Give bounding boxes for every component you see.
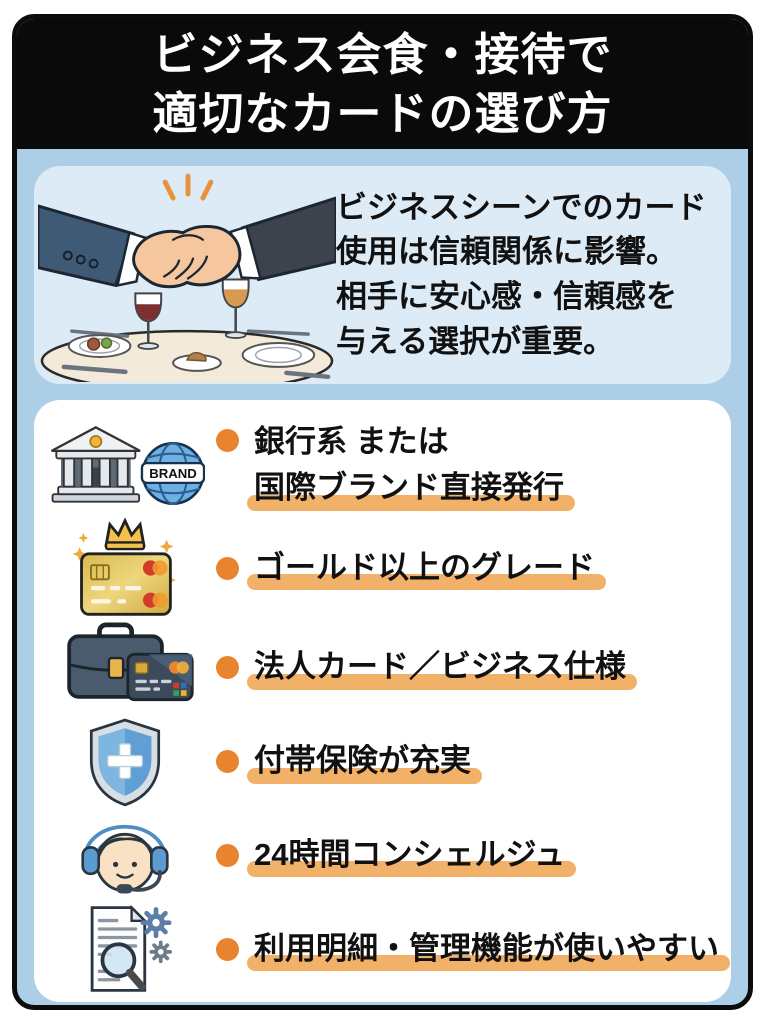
item-text: 利用明細・管理機能が使いやすい — [247, 926, 730, 973]
bullet-dot — [216, 656, 239, 679]
highlighted-line: 利用明細・管理機能が使いやすい — [247, 926, 730, 973]
checklist-item-bank: BRAND 銀行系 または 国際ブランド直接発行 — [34, 414, 731, 516]
item-line: ゴールド以上のグレード — [254, 549, 595, 585]
insurance-shield-icon — [34, 716, 216, 808]
intro-line-1: ビジネスシーンでのカード — [336, 189, 707, 225]
bank-and-brand-globe-icon: BRAND — [34, 423, 216, 507]
highlighted-line: 法人カード／ビジネス仕様 — [247, 644, 637, 691]
item-text: ゴールド以上のグレード — [247, 545, 606, 592]
brand-globe-label: BRAND — [149, 466, 197, 481]
highlighted-line: 24時間コンシェルジュ — [247, 832, 577, 879]
checklist-item-gold: ゴールド以上のグレード — [34, 516, 731, 620]
item-line: 利用明細・管理機能が使いやすい — [254, 930, 719, 966]
intro-panel: ビジネスシーンでのカード 使用は信頼関係に影響。 相手に安心感・信頼感を 与える… — [34, 166, 731, 384]
briefcase-business-card-icon — [34, 620, 216, 715]
checklist-item-corporate: 法人カード／ビジネス仕様 — [34, 620, 731, 715]
bullet-dot — [216, 843, 239, 867]
item-line: 法人カード／ビジネス仕様 — [254, 649, 626, 685]
handshake-dinner-illustration — [38, 173, 336, 382]
item-text: 銀行系 または 国際ブランド直接発行 — [247, 419, 575, 512]
highlight-bar — [247, 955, 730, 972]
main-frame: ビジネス会食・接待で 適切なカードの選び方 — [12, 14, 753, 1010]
highlighted-line: ゴールド以上のグレード — [247, 545, 606, 592]
checklist-card: BRAND 銀行系 または 国際ブランド直接発行 — [34, 400, 731, 1002]
title-line-2: 適切なカードの選び方 — [152, 88, 613, 139]
intro-text: ビジネスシーンでのカード 使用は信頼関係に影響。 相手に安心感・信頼感を 与える… — [336, 186, 714, 365]
highlighted-line: 国際ブランド直接発行 — [247, 465, 575, 512]
checklist-item-statement: 利用明細・管理機能が使いやすい — [34, 902, 731, 996]
item-line: 銀行系 または — [254, 423, 449, 459]
intro-line-2: 使用は信頼関係に影響。 — [336, 234, 677, 270]
title-line-1: ビジネス会食・接待で — [152, 28, 613, 80]
item-line: 国際ブランド直接発行 — [254, 470, 564, 505]
bullet-dot — [216, 556, 239, 580]
statement-management-icon — [34, 902, 216, 996]
highlight-bar — [247, 767, 482, 784]
highlight-bar — [247, 861, 577, 878]
highlight-bar — [247, 494, 575, 511]
page-title: ビジネス会食・接待で 適切なカードの選び方 — [17, 19, 748, 149]
bullet-dot — [216, 937, 239, 961]
item-text: 24時間コンシェルジュ — [247, 832, 577, 879]
highlighted-line: 付帯保険が充実 — [247, 738, 482, 785]
concierge-headset-icon — [34, 808, 216, 902]
item-text: 法人カード／ビジネス仕様 — [247, 644, 637, 691]
bullet-dot — [216, 750, 239, 773]
intro-line-4: 与える選択が重要。 — [336, 323, 615, 359]
checklist-item-concierge: 24時間コンシェルジュ — [34, 808, 731, 902]
gold-card-crown-icon — [34, 516, 216, 620]
highlight-bar — [247, 673, 637, 690]
highlight-bar — [247, 574, 606, 591]
item-text: 付帯保険が充実 — [247, 738, 482, 785]
bullet-dot — [216, 429, 239, 452]
item-line: 付帯保険が充実 — [254, 743, 471, 779]
checklist-item-insurance: 付帯保険が充実 — [34, 715, 731, 808]
intro-line-3: 相手に安心感・信頼感を — [336, 279, 677, 314]
item-line: 24時間コンシェルジュ — [254, 836, 566, 872]
